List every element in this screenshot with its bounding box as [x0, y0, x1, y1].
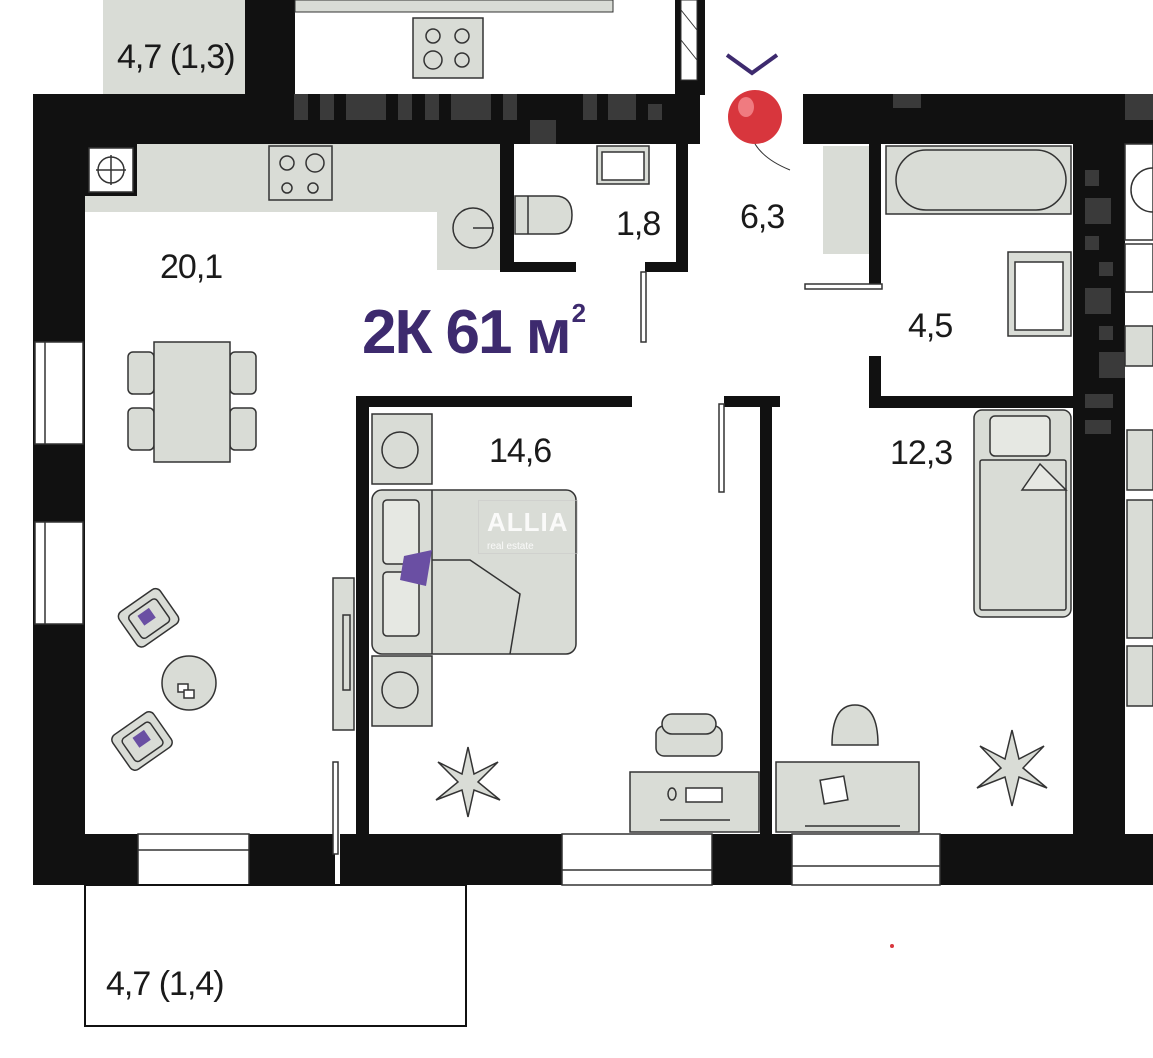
plan-title: 2К 61 м2 [362, 300, 586, 364]
label-room2: 12,3 [890, 434, 953, 472]
wall-texture [294, 94, 1153, 434]
label-bathroom: 4,5 [908, 307, 953, 345]
kitchen [85, 144, 500, 270]
bedroom-furniture [371, 413, 760, 833]
walls [33, 94, 1153, 885]
room2-furniture [775, 409, 1072, 833]
doors [332, 271, 883, 855]
right-neighbour [1124, 143, 1153, 707]
watermark-brand: ALLIA [487, 507, 569, 537]
top-neighbour-area [103, 0, 705, 95]
living-furniture [111, 341, 257, 771]
balloon-marker-icon [725, 53, 791, 171]
label-hall: 6,3 [740, 198, 785, 236]
bathroom [823, 145, 1072, 337]
bottom-balcony [84, 884, 467, 1027]
label-balcony-bottom: 4,7 (1,4) [106, 965, 225, 1003]
plan-title-text: 2К 61 м [362, 298, 572, 367]
watermark: ALLIA real estate [478, 500, 578, 554]
label-bedroom: 14,6 [489, 432, 552, 470]
label-balcony-top: 4,7 (1,3) [117, 38, 236, 76]
watermark-sub: real estate [487, 541, 534, 552]
red-dot [890, 944, 894, 948]
label-wc: 1,8 [616, 205, 661, 243]
wc [514, 145, 650, 235]
plan-title-sup: 2 [571, 298, 587, 328]
label-living: 20,1 [160, 248, 223, 286]
